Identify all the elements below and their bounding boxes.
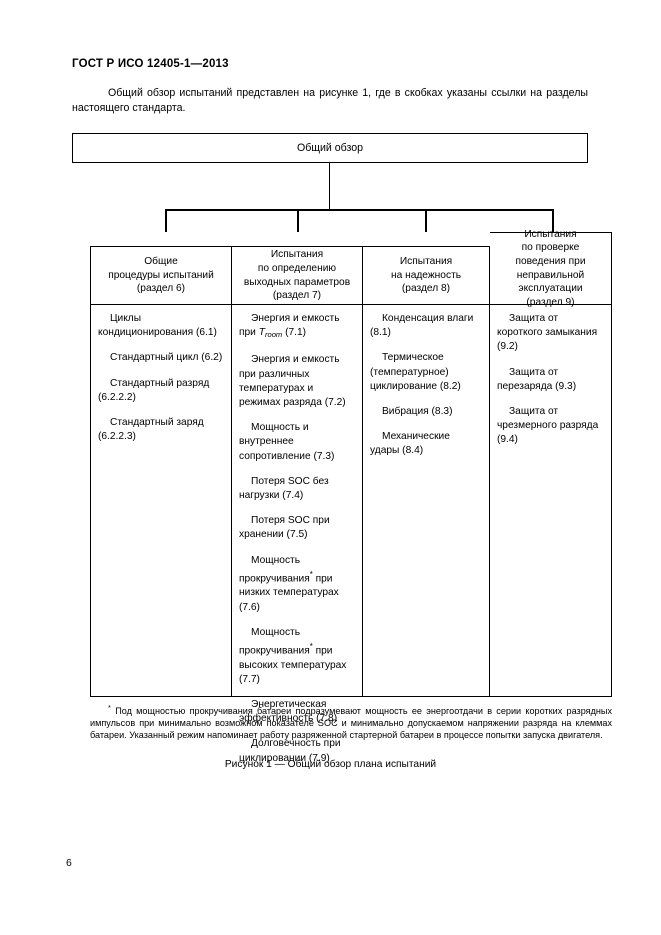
- column3-header-line3: (раздел 8): [401, 283, 451, 295]
- footnote-star-icon: *: [108, 703, 111, 712]
- column2-item-7-pre: Мощность прокручивания: [239, 626, 310, 657]
- column-header-output-parameters: Испытания по определению выходных параме…: [232, 246, 362, 305]
- column3-item-3: Вибрация (8.3): [382, 406, 453, 418]
- footnote-text: Под мощностью прокручивания батареи подр…: [90, 706, 612, 741]
- column1-item-1: Циклы кондиционирования (6.1): [98, 313, 217, 339]
- column1-body: Циклы кондиционирования (6.1) Стандартны…: [91, 305, 231, 696]
- list-item: Вибрация (8.3): [370, 405, 482, 419]
- column1-item-2: Стандартный цикл (6.2): [110, 352, 223, 364]
- list-item: Стандартный разряд (6.2.2.2): [98, 377, 224, 405]
- column2-item-8: Энергетическая эффективность (7.8): [239, 699, 338, 725]
- column2-header-line1: Испытания: [270, 249, 324, 261]
- list-item: Энергия и емкость при различных температ…: [239, 353, 355, 410]
- diagram-column-output-parameters: Испытания по определению выходных параме…: [230, 232, 364, 764]
- list-item: Конденсация влаги (8.1): [370, 312, 482, 340]
- diagram-column-general-procedures: Общие процедуры испытаний (раздел 6) Цик…: [89, 232, 233, 697]
- connector-stem: [329, 163, 331, 210]
- figure-caption: Рисунок 1 — Общий обзор плана испытаний: [224, 759, 437, 770]
- page-number: 6: [66, 858, 72, 869]
- column2-item-3: Мощность и внутреннее сопротивление (7.3…: [239, 422, 335, 462]
- column2-item-4: Потеря SOC без нагрузки (7.4): [239, 475, 329, 502]
- column1-item-3: Стандартный разряд (6.2.2.2): [98, 377, 210, 403]
- diagram-root-box: Общий обзор: [72, 133, 588, 163]
- diagram-columns: Общие процедуры испытаний (раздел 6) Цик…: [89, 229, 612, 764]
- column4-item-1: Защита от короткого замыкания (9.2): [497, 313, 598, 353]
- footnote: * Под мощностью прокручивания батареи по…: [90, 702, 612, 742]
- standard-number-header: ГОСТ Р ИСО 12405-1—2013: [72, 58, 229, 70]
- list-item: Потеря SOC при хранении (7.5): [239, 514, 355, 542]
- column3-header-line2: на надежность: [390, 269, 462, 281]
- list-item: Долговечность при циклировании (7.9): [239, 737, 355, 765]
- column4-body: Защита от короткого замыкания (9.2) Защи…: [490, 305, 611, 696]
- connector-drop-3: [425, 209, 427, 232]
- column2-item-1-part2: при: [239, 327, 259, 339]
- list-item: Защита от короткого замыкания (9.2): [497, 312, 604, 355]
- list-item: Защита от перезаряда (9.3): [497, 366, 604, 394]
- connector-drop-4: [552, 209, 554, 232]
- column4-item-2: Защита от перезаряда (9.3): [497, 366, 577, 392]
- list-item: Стандартный заряд (6.2.2.3): [98, 416, 224, 444]
- list-item: Термическое (температурное) циклирование…: [370, 351, 482, 394]
- column2-item-9: Долговечность при циклировании (7.9): [239, 738, 341, 764]
- list-item: Циклы кондиционирования (6.1): [98, 312, 224, 340]
- column-header-general-procedures: Общие процедуры испытаний (раздел 6): [91, 246, 231, 305]
- column2-item-7-post: при высоких температурах (7.7): [239, 645, 347, 685]
- column4-header-line4: неправильной: [516, 269, 585, 281]
- list-item: Механические удары (8.4): [370, 430, 482, 458]
- list-item: Мощность прокручивания* при низких темпе…: [239, 554, 355, 615]
- column1-header-line2: процедуры испытаний: [108, 269, 214, 281]
- diagram-root-label: Общий обзор: [296, 142, 364, 154]
- list-item: Потеря SOC без нагрузки (7.4): [239, 475, 355, 503]
- column2-item-1-part3: (7.1): [282, 327, 307, 339]
- list-item: Энергия и емкость при Troom (7.1): [239, 312, 355, 342]
- column4-header-line5: эксплуатации: [518, 283, 583, 295]
- column3-item-1: Конденсация влаги (8.1): [370, 313, 474, 339]
- column-header-abuse-behaviour: Испытания по проверке поведения при непр…: [490, 229, 611, 308]
- column4-header-line2: по проверке: [521, 242, 580, 254]
- intro-paragraph: Общий обзор испытаний представлен на рис…: [72, 87, 588, 114]
- diagram-column-reliability: Испытания на надежность (раздел 8) Конде…: [361, 232, 491, 697]
- column3-item-4: Механические удары (8.4): [370, 431, 450, 457]
- list-item: Защита от чрезмерного разряда (9.4): [497, 405, 604, 448]
- column2-header-line3: выходных параметров: [243, 276, 351, 288]
- connector-bus: [165, 209, 553, 211]
- temperature-symbol-letter: T: [258, 327, 265, 339]
- footnote-marker-icon: *: [309, 569, 313, 579]
- temperature-symbol-subscript: room: [264, 330, 283, 340]
- list-item: Энергетическая эффективность (7.8): [239, 698, 355, 726]
- list-item: Стандартный цикл (6.2): [98, 351, 224, 365]
- column3-header-line1: Испытания: [399, 256, 453, 268]
- diagram-column-abuse-behaviour: Испытания по проверке поведения при непр…: [490, 229, 612, 697]
- column4-header-line1: Испытания: [524, 228, 577, 240]
- column2-header-line2: по определению: [257, 262, 337, 274]
- list-item: Мощность прокручивания* при высоких темп…: [239, 626, 355, 687]
- column4-header-line6: (раздел 9): [526, 296, 575, 308]
- connector-drop-1: [165, 209, 167, 232]
- connector-drop-2: [297, 209, 299, 232]
- column3-body: Конденсация влаги (8.1) Термическое (тем…: [363, 305, 489, 696]
- column3-item-2: Термическое (температурное) циклирование…: [370, 352, 461, 392]
- column1-header-line3: (раздел 6): [136, 283, 186, 295]
- column2-item-1-part1: Энергия и емкость: [251, 313, 340, 324]
- column2-item-5: Потеря SOC при хранении (7.5): [239, 515, 330, 541]
- column2-item-6-pre: Мощность прокручивания: [239, 554, 310, 585]
- footnote-marker-icon: *: [309, 642, 313, 652]
- temperature-symbol: Troom: [258, 327, 283, 340]
- column1-item-4: Стандартный заряд (6.2.2.3): [98, 417, 204, 443]
- column2-header-line4: (раздел 7): [272, 290, 322, 302]
- column2-body: Энергия и емкость при Troom (7.1) Энерги…: [232, 305, 362, 764]
- list-item: Мощность и внутреннее сопротивление (7.3…: [239, 421, 355, 464]
- column4-item-3: Защита от чрезмерного разряда (9.4): [497, 406, 599, 446]
- column4-header-line3: поведения при: [515, 255, 586, 267]
- column-header-reliability: Испытания на надежность (раздел 8): [363, 246, 489, 305]
- column2-item-2: Энергия и емкость при различных температ…: [239, 354, 346, 409]
- column1-header-line1: Общие: [144, 256, 178, 268]
- column2-item-6-post: при низких температурах (7.6): [239, 573, 339, 613]
